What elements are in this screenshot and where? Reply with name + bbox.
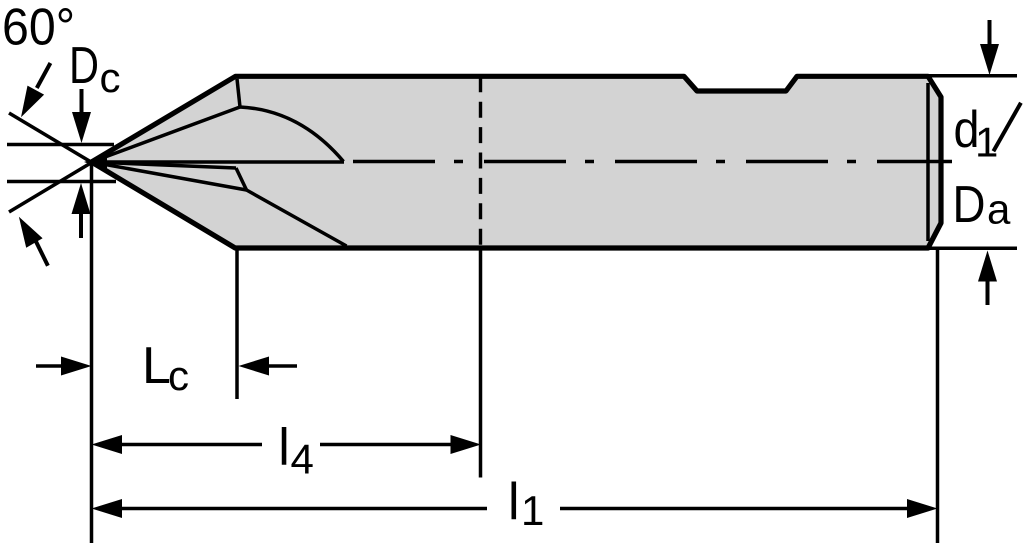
svg-text:L: L	[142, 337, 171, 395]
svg-text:c: c	[168, 352, 189, 399]
svg-text:1: 1	[521, 487, 544, 534]
svg-text:D: D	[953, 176, 986, 234]
svg-text:D: D	[69, 37, 99, 95]
svg-text:c: c	[100, 54, 121, 101]
svg-text:l: l	[278, 419, 290, 477]
svg-text:1: 1	[975, 119, 998, 166]
svg-text:l: l	[508, 473, 520, 531]
svg-text:a: a	[987, 186, 1011, 233]
svg-text:d: d	[954, 101, 980, 159]
svg-text:4: 4	[291, 436, 314, 483]
svg-text:60°: 60°	[2, 0, 75, 57]
